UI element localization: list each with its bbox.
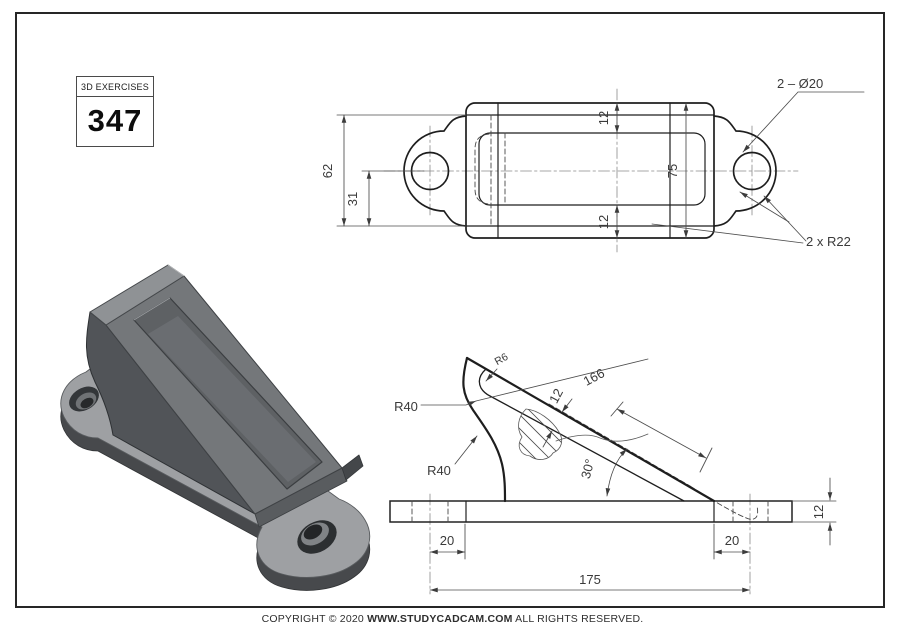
slope-crest-edges xyxy=(497,102,671,239)
iso-pocket-floor xyxy=(148,316,316,482)
dim-175-label: 175 xyxy=(579,572,601,587)
right-lug-outline xyxy=(713,115,777,227)
rib-slope-edge xyxy=(465,356,716,503)
sheet-border xyxy=(15,12,885,608)
copyright-prefix: COPYRIGHT © 2020 xyxy=(261,613,368,625)
top-view-hidden-lines xyxy=(474,114,506,227)
dim-12-rib-label: 12 xyxy=(546,386,566,406)
dim-12-base-label: 12 xyxy=(811,505,826,519)
dim-12-bottom-label: 12 xyxy=(596,215,611,229)
recess-outline xyxy=(478,132,706,206)
iso-rib-near-face xyxy=(85,311,256,515)
dim-75-label: 75 xyxy=(665,164,680,178)
iso-left-hole xyxy=(69,386,99,412)
dim-166-label: 166 xyxy=(581,365,607,388)
top-face-edges xyxy=(465,114,715,227)
copyright-suffix: ALL RIGHTS RESERVED. xyxy=(512,613,644,625)
iso-pocket-rim-highlight xyxy=(133,297,171,321)
dim-31-label: 31 xyxy=(345,192,360,206)
base-plate-outline xyxy=(389,500,793,523)
dim-20-right-label: 20 xyxy=(725,533,739,548)
base-edge-lines xyxy=(465,500,715,523)
iso-right-hole xyxy=(297,520,337,554)
r40-lower-label: R40 xyxy=(427,463,451,478)
iso-view xyxy=(60,264,371,591)
side-view-centerlines xyxy=(429,493,751,595)
iso-top-edge-highlight xyxy=(167,264,185,277)
exercise-series-label: 3D EXERCISES xyxy=(77,77,153,97)
broken-out-section xyxy=(518,408,649,460)
dim-20-left-label: 20 xyxy=(440,533,454,548)
r40-upper-label: R40 xyxy=(394,399,418,414)
copyright-footer: COPYRIGHT © 2020 WWW.STUDYCADCAM.COM ALL… xyxy=(0,613,905,625)
top-view: 62 31 12 12 75 2 – Ø20 2 x R22 xyxy=(320,76,865,253)
iso-rib-far-wall xyxy=(341,454,364,481)
lug-radius-callout-label: 2 x R22 xyxy=(806,234,851,249)
rib-pocket-edge xyxy=(478,368,685,502)
r6-label: R6 xyxy=(493,351,511,368)
dim-62-label: 62 xyxy=(320,164,335,178)
top-view-centerlines xyxy=(383,88,799,253)
dim-12-top-label: 12 xyxy=(596,111,611,125)
side-view: R40 R40 R6 166 12 30° 20 20 175 12 xyxy=(389,351,837,595)
rib-s-curve-edge xyxy=(462,356,507,503)
top-view-dim-lines xyxy=(336,91,865,244)
break-line xyxy=(518,408,563,460)
section-hatching xyxy=(518,409,562,460)
holes-callout-label: 2 – Ø20 xyxy=(777,76,823,91)
dim-angle-label: 30° xyxy=(578,457,598,480)
body-outline xyxy=(465,102,715,239)
title-block: 3D EXERCISES 347 xyxy=(76,76,154,147)
copyright-site: WWW.STUDYCADCAM.COM xyxy=(367,613,513,625)
exercise-number: 347 xyxy=(87,103,143,138)
right-hole xyxy=(732,151,772,191)
side-view-dim-lines xyxy=(420,358,837,593)
